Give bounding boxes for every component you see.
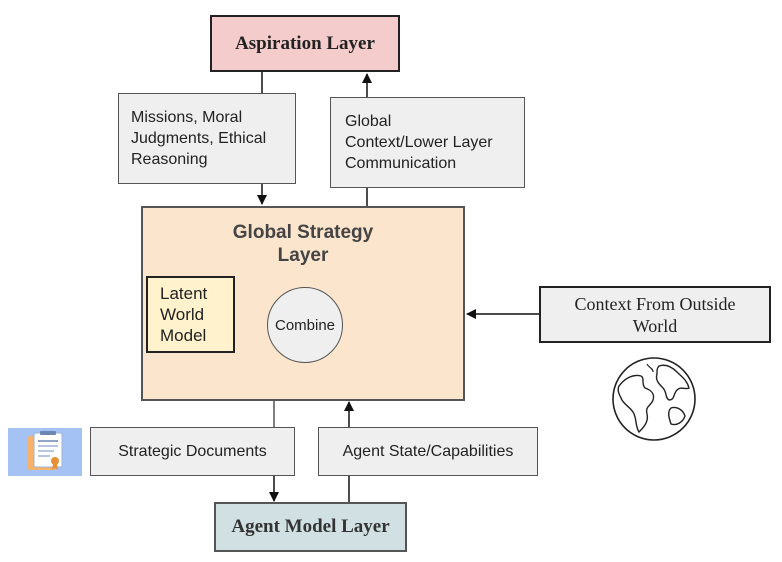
outside-context-line-1: Context From Outside	[574, 293, 736, 314]
global-context-box: Global Context/Lower Layer Communication	[330, 97, 525, 188]
global-context-line-2: Context/Lower Layer	[345, 134, 493, 151]
global-strategy-title-line-1: Global Strategy	[232, 222, 374, 243]
global-context-line-1: Global	[345, 113, 392, 130]
missions-line-2: Judgments, Ethical	[131, 130, 267, 147]
combine-label: Combine	[274, 316, 336, 334]
global-strategy-title-line-2: Layer	[277, 245, 329, 266]
global-strategy-title: Global Strategy Layer	[223, 221, 383, 267]
aspiration-layer: Aspiration Layer	[210, 15, 400, 72]
agent-model-layer-label: Agent Model Layer	[231, 516, 390, 537]
globe-icon	[612, 357, 696, 441]
missions-line-1: Missions, Moral	[131, 109, 243, 126]
outside-context-line-2: World	[632, 315, 678, 336]
strategic-documents-box: Strategic Documents	[90, 427, 295, 476]
latent-line-2: World	[160, 305, 205, 324]
latent-line-1: Latent	[160, 284, 208, 303]
aspiration-layer-label: Aspiration Layer	[235, 32, 375, 54]
combine-node: Combine	[267, 287, 343, 363]
global-context-line-3: Communication	[345, 155, 457, 172]
strategic-documents-label: Strategic Documents	[118, 443, 267, 460]
missions-line-3: Reasoning	[131, 151, 208, 168]
document-certificate-icon	[8, 428, 82, 476]
agent-state-box: Agent State/Capabilities	[318, 427, 538, 476]
latent-line-3: Model	[160, 326, 207, 345]
missions-box: Missions, Moral Judgments, Ethical Reaso…	[118, 93, 296, 184]
agent-state-label: Agent State/Capabilities	[342, 443, 514, 460]
outside-context-box: Context From Outside World	[539, 286, 771, 343]
agent-model-layer: Agent Model Layer	[214, 502, 407, 552]
latent-world-model-box: Latent World Model	[146, 276, 235, 353]
